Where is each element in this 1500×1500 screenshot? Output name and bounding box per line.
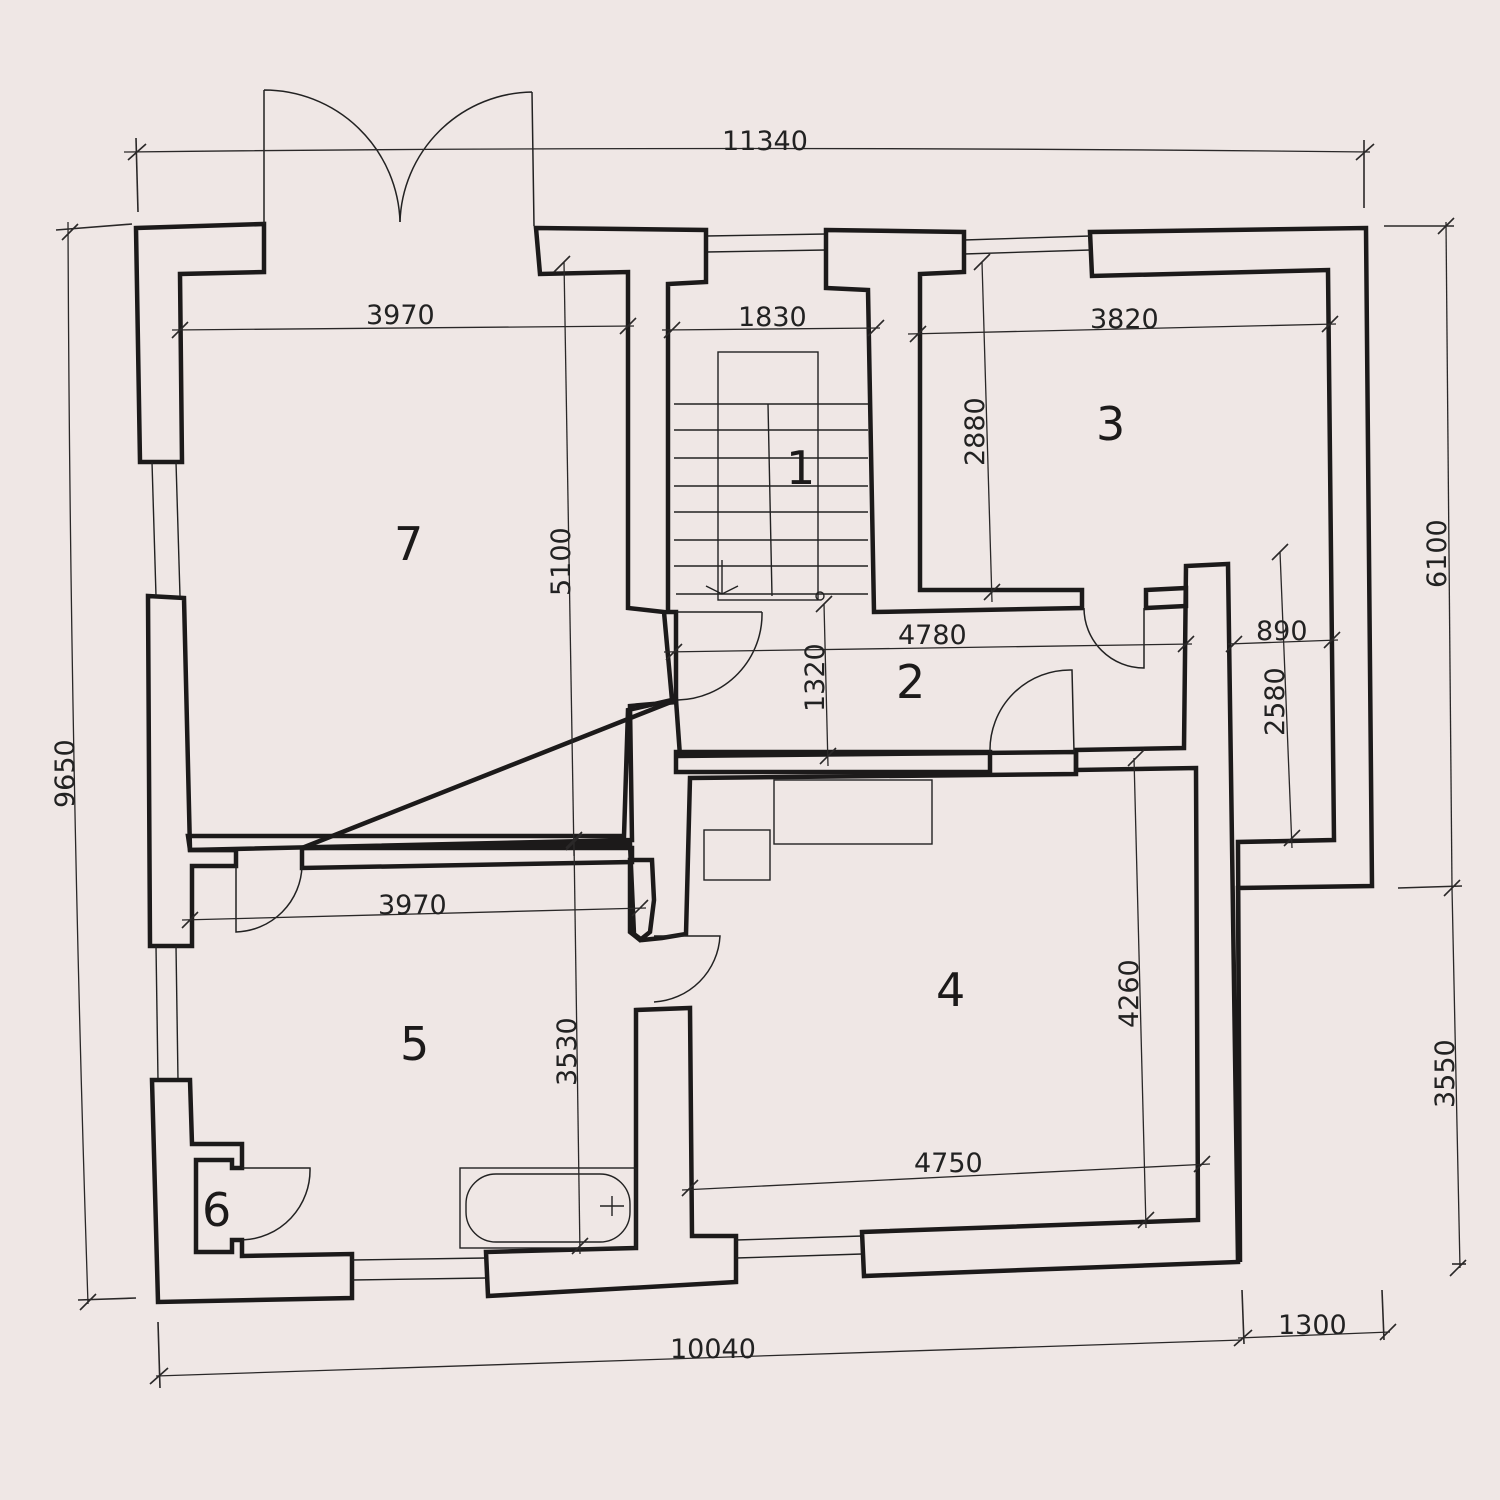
dim-closet-height: 2580 <box>1260 667 1291 736</box>
dim-hall-width: 4780 <box>898 620 967 651</box>
wall-room3-stub <box>1143 585 1189 611</box>
wall-right <box>1087 225 1375 1263</box>
dim-overall-bottom: 10040 <box>670 1334 756 1365</box>
wall-bottom-left <box>149 1077 355 1305</box>
wall-hall-lower <box>673 749 993 775</box>
counter <box>773 779 933 845</box>
wall-room7-room5 <box>301 696 1079 943</box>
dim-right-upper: 6100 <box>1422 519 1453 588</box>
doors <box>235 89 1145 1241</box>
dim-room3-width: 3820 <box>1090 304 1159 335</box>
dimension-labels: 11340 10040 1300 9650 6100 3550 3970 510… <box>50 126 1461 1365</box>
room-5-label: 5 <box>400 1017 429 1071</box>
wall-stair-right <box>823 227 1085 615</box>
wall-bottom-middle <box>483 1005 739 1299</box>
room-numbers: 1 2 3 4 5 6 7 <box>202 397 1125 1237</box>
dim-stair-width: 1830 <box>738 302 807 333</box>
dim-closet-width: 890 <box>1256 616 1308 647</box>
entrance-door-right <box>399 91 535 227</box>
room-6-label: 6 <box>202 1183 231 1237</box>
room-2-label: 2 <box>896 655 925 709</box>
staircase <box>674 351 868 601</box>
wall-stair-left <box>185 225 709 853</box>
dim-room7-height: 5100 <box>546 527 577 596</box>
cabinet <box>703 829 771 881</box>
entrance-door-left <box>263 89 401 224</box>
room-4-label: 4 <box>936 963 965 1017</box>
room-7-label: 7 <box>394 517 423 571</box>
wall-room5-lower <box>299 845 635 871</box>
dim-room5-width: 3970 <box>378 890 447 921</box>
wall-room5-room4 <box>627 857 657 943</box>
walls <box>133 221 1375 1305</box>
wall-top-left <box>133 221 267 465</box>
dim-left-height: 9650 <box>50 739 81 808</box>
dim-right-lower: 3550 <box>1430 1039 1461 1108</box>
dim-room7-width: 3970 <box>366 300 435 331</box>
bathtub <box>459 1167 637 1249</box>
dim-room4-height: 4260 <box>1114 959 1145 1028</box>
fixtures <box>459 779 933 1249</box>
dim-room5-height: 3530 <box>552 1017 583 1086</box>
dim-bottom-right: 1300 <box>1278 1310 1347 1341</box>
room-3-label: 3 <box>1096 397 1125 451</box>
wall-bottom-right <box>859 561 1241 1279</box>
room-1-label: 1 <box>786 441 815 495</box>
dim-overall-top: 11340 <box>722 126 808 157</box>
wall-left-middle <box>145 593 239 949</box>
dim-room4-width: 4750 <box>914 1148 983 1179</box>
dim-room3-height: 2880 <box>960 397 991 466</box>
dim-hall-height: 1320 <box>800 643 831 712</box>
